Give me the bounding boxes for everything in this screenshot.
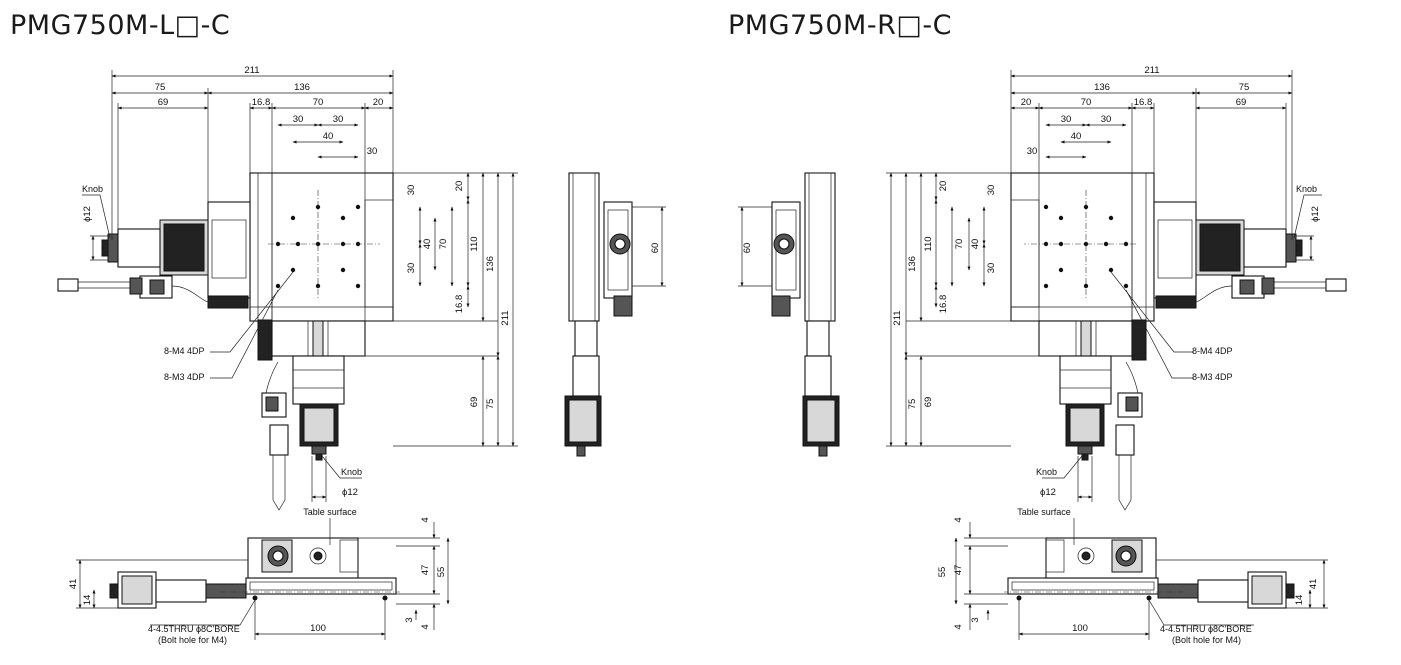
dim-14-left: 14: [82, 595, 93, 606]
r-knob-label-bottom: Knob: [1036, 467, 1057, 477]
r-dim-4-top: 4: [953, 517, 964, 522]
dim-136-right: 136: [485, 256, 496, 272]
dim-30-b: 30: [333, 114, 344, 125]
dim-30-c: 30: [367, 146, 378, 157]
r-dim-phi12-bottom: ϕ12: [1040, 487, 1056, 498]
r-dim-20-left: 20: [938, 181, 949, 192]
knob-label-bottom: Knob: [341, 467, 362, 477]
dim-20-right: 20: [454, 181, 465, 192]
dim-60-side: 60: [650, 243, 661, 254]
knob-label-left: Knob: [82, 184, 103, 194]
thru-label-left: 4-4.5THRU ϕ8C'BORE: [148, 624, 240, 634]
dim-phi12-left: ϕ12: [82, 206, 93, 222]
r-dim-16-8-top: 16.8: [1134, 97, 1153, 108]
r-dim-75-top: 75: [1239, 82, 1250, 93]
dim-16-8-top: 16.8: [252, 97, 271, 108]
r-dim-40-top: 40: [1071, 131, 1082, 142]
m4-label-left: 8-M4 4DP: [164, 346, 205, 356]
right-drawing-geometry: [738, 70, 1347, 640]
m3-label-left: 8-M3 4DP: [164, 372, 205, 382]
dim-30-right-a: 30: [406, 185, 417, 196]
dim-30-a: 30: [293, 114, 304, 125]
r-dim-70-left: 70: [954, 239, 965, 250]
r-dim-69-top: 69: [1236, 97, 1247, 108]
dim-4-bottom-left: 4: [420, 624, 431, 629]
r-dim-3: 3: [970, 617, 981, 622]
dim-100-left: 100: [310, 623, 326, 634]
r-dim-60-side: 60: [742, 243, 753, 254]
r-knob-label-right: Knob: [1296, 184, 1317, 194]
r-dim-75-left: 75: [907, 399, 918, 410]
right-drawing-labels: 211 136 75 69 16.8 70 20 30 30 40 30 20 …: [742, 65, 1321, 645]
dim-69-right: 69: [469, 397, 480, 408]
left-drawing: 211 75 136 69 16.8 70 20 30 30 40 30 20 …: [57, 65, 666, 645]
r-dim-69-left: 69: [923, 397, 934, 408]
dim-211-right: 211: [500, 310, 511, 325]
dim-16-8-right: 16.8: [454, 295, 465, 314]
r-dim-41: 41: [1308, 579, 1319, 590]
r-dim-136-left: 136: [907, 256, 918, 272]
dim-70-right: 70: [438, 239, 449, 250]
r-dim-211-left: 211: [892, 310, 903, 325]
r-dim-4-bottom: 4: [953, 624, 964, 629]
dim-4-top-left: 4: [420, 517, 431, 522]
r-dim-110-left: 110: [923, 236, 934, 251]
dim-70-top: 70: [313, 97, 324, 108]
table-surface-left: Table surface: [303, 507, 357, 517]
dim-40-top: 40: [323, 131, 334, 142]
dim-75-right: 75: [485, 399, 496, 410]
r-dim-30-a: 30: [1101, 114, 1112, 125]
r-dim-30-left-a: 30: [986, 185, 997, 196]
dim-136-top: 136: [294, 82, 310, 93]
r-bolt-label: (Bolt hole for M4): [1172, 635, 1241, 645]
r-dim-30-left-b: 30: [986, 263, 997, 274]
left-side-view: [564, 172, 633, 457]
dim-55-left: 55: [436, 567, 447, 578]
r-dim-phi12-right: ϕ12: [1310, 206, 1321, 222]
dim-3-left: 3: [404, 617, 415, 622]
r-dim-20-top: 20: [1021, 97, 1032, 108]
r-dim-100: 100: [1072, 623, 1088, 634]
dim-75-top: 75: [155, 82, 166, 93]
title-right: PMG750M-R□-C: [728, 10, 952, 41]
r-dim-47: 47: [953, 565, 964, 576]
r-dim-70-top: 70: [1081, 97, 1092, 108]
r-dim-136-top: 136: [1094, 82, 1110, 93]
r-thru-label: 4-4.5THRU ϕ8C'BORE: [1160, 624, 1252, 634]
dim-20-top: 20: [373, 97, 384, 108]
dim-211-top: 211: [244, 65, 259, 76]
r-dim-211-top: 211: [1144, 65, 1159, 76]
dim-40-right: 40: [422, 239, 433, 250]
dim-41-left: 41: [68, 579, 79, 590]
r-dim-14: 14: [1294, 595, 1305, 606]
title-left: PMG750M-L□-C: [10, 10, 231, 41]
r-dim-30-b: 30: [1061, 114, 1072, 125]
left-top-view: [57, 172, 394, 511]
dim-phi12-bottom: ϕ12: [342, 487, 358, 498]
r-dim-55: 55: [937, 567, 948, 578]
bolt-label-left: (Bolt hole for M4): [158, 635, 227, 645]
r-m4-label: 8-M4 4DP: [1192, 346, 1233, 356]
dim-69-top: 69: [158, 97, 169, 108]
r-m3-label: 8-M3 4DP: [1192, 372, 1233, 382]
r-dim-30-c: 30: [1027, 146, 1038, 157]
r-dim-16-8-left: 16.8: [938, 295, 949, 314]
dim-30-right-b: 30: [406, 263, 417, 274]
left-front-view: [109, 537, 401, 609]
dim-110-right: 110: [469, 236, 480, 251]
dim-47-left: 47: [420, 565, 431, 576]
r-table-surface: Table surface: [1017, 507, 1071, 517]
r-dim-40-left: 40: [970, 239, 981, 250]
